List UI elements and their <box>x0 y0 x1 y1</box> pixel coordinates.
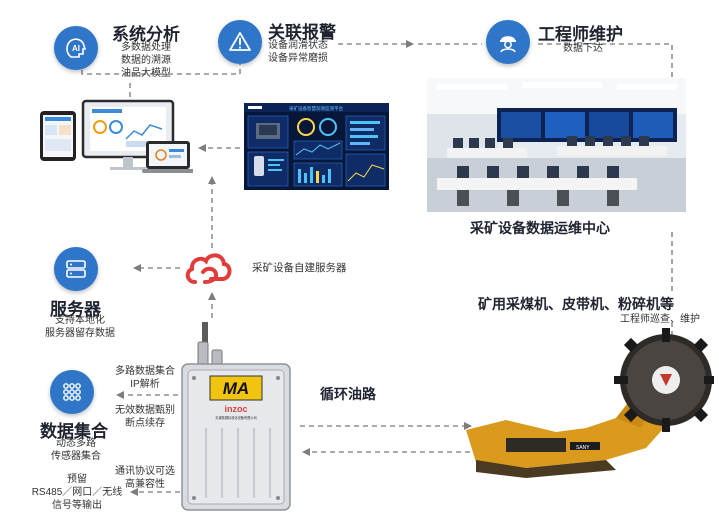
shearer-plate: SANY <box>576 445 590 451</box>
device-brand: inzoc <box>224 404 247 414</box>
analysis-title: 系统分析 <box>112 25 180 44</box>
device-brand-sub: 无锡英展标准化设备有限公司 <box>215 415 256 420</box>
dashboard-screen-image: 采矿设备智慧润滑监测平台 <box>244 103 389 190</box>
box-label-filter-1: 无效数据甄别 <box>115 405 175 416</box>
machines-sub: 工程师巡查、维护 <box>620 314 700 325</box>
server-line-1: 支持本地化 <box>55 315 105 326</box>
reserve-line-2: RS485／网口／无线 <box>31 487 123 498</box>
device-badge: MA <box>223 379 249 398</box>
collection-title: 数据集合 <box>40 422 108 441</box>
collection-line-1: 动态多路 <box>56 438 96 449</box>
alarm-title: 关联报警 <box>268 23 336 42</box>
device-screens-image <box>40 99 193 173</box>
box-label-protocol-1: 通讯协议可选 <box>115 466 175 477</box>
engineer-line-1: 数据下达 <box>563 43 603 54</box>
engineer-node-icon <box>486 20 530 64</box>
reserve-lines: 预留 RS485／网口／无线 信号等输出 <box>24 473 130 512</box>
box-label-filter: 无效数据甄别 断点续存 <box>112 404 178 430</box>
analysis-line-1: 多数据处理 <box>121 42 171 53</box>
reserve-line-1: 预留 <box>67 474 87 485</box>
reserve-line-3: 信号等输出 <box>52 500 102 511</box>
server-icon <box>66 260 86 278</box>
server-node-icon <box>54 247 98 291</box>
collection-node-icon <box>50 370 94 414</box>
analysis-node-icon: AI <box>54 26 98 70</box>
cloud-icon <box>185 253 232 284</box>
server-line-2: 服务器留存数据 <box>45 328 115 339</box>
warning-icon <box>229 32 251 51</box>
server-title: 服务器 <box>50 300 101 319</box>
control-box-image: MA inzoc 无锡英展标准化设备有限公司 <box>180 322 292 512</box>
ai-head-icon: AI <box>66 38 87 58</box>
center-title: 采矿设备数据运维中心 <box>470 220 610 236</box>
engineer-lines: 数据下达 <box>538 42 628 55</box>
server-lines: 支持本地化 服务器留存数据 <box>30 314 130 340</box>
dashboard-header: 采矿设备智慧润滑监测平台 <box>289 105 343 112</box>
analysis-line-2: 数据的溯源 <box>121 55 171 66</box>
box-label-protocol-2: 高兼容性 <box>125 479 165 490</box>
alarm-lines: 设备润滑状态 设备异常磨损 <box>268 39 328 65</box>
oil-label: 循环油路 <box>320 386 376 402</box>
nodes-icon <box>63 383 81 401</box>
box-label-multi-2: IP解析 <box>130 379 160 390</box>
alarm-line-1: 设备润滑状态 <box>268 40 328 51</box>
analysis-line-3: 油品大模型 <box>121 68 171 79</box>
analysis-lines: 多数据处理 数据的溯源 油品大模型 <box>114 41 178 80</box>
svg-text:AI: AI <box>72 44 80 53</box>
engineer-title: 工程师维护 <box>538 25 623 44</box>
cloud-label: 采矿设备自建服务器 <box>252 262 347 274</box>
alarm-line-2: 设备异常磨损 <box>268 53 328 64</box>
box-label-protocol: 通讯协议可选 高兼容性 <box>112 465 178 491</box>
control-room-image <box>427 78 686 212</box>
box-label-filter-2: 断点续存 <box>125 418 165 429</box>
engineer-icon <box>500 36 516 53</box>
machines-title: 矿用采煤机、皮带机、粉碎机等 <box>478 296 674 312</box>
shearer-machine-image: SANY <box>466 320 718 480</box>
collection-lines: 动态多路 传感器集合 <box>36 437 116 463</box>
alarm-node-icon <box>218 20 262 64</box>
collection-line-2: 传感器集合 <box>51 451 101 462</box>
box-label-multi: 多路数据集合 IP解析 <box>112 365 178 391</box>
box-label-multi-1: 多路数据集合 <box>115 366 175 377</box>
